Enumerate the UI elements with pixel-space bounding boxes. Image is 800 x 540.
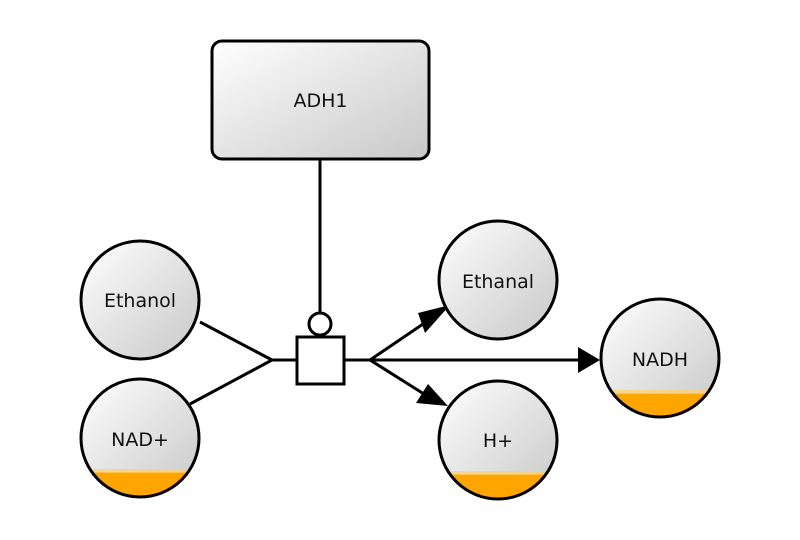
ethanal-label: Ethanal bbox=[462, 271, 534, 293]
arrowhead-ethanal bbox=[418, 305, 450, 333]
arrowhead-hplus bbox=[416, 384, 448, 406]
enzyme-node[interactable]: ADH1 bbox=[210, 39, 431, 161]
product-h-plus[interactable]: H+ bbox=[437, 379, 559, 504]
h-plus-label: H+ bbox=[483, 430, 513, 452]
edge-to-hplus bbox=[369, 358, 425, 396]
nadh-label: NADH bbox=[632, 349, 688, 371]
nad-plus-label: NAD+ bbox=[111, 429, 169, 451]
edge-to-ethanal bbox=[369, 320, 427, 362]
enzyme-label: ADH1 bbox=[293, 90, 347, 112]
product-nadh[interactable]: NADH bbox=[599, 297, 721, 423]
ethanol-label: Ethanol bbox=[104, 290, 176, 312]
edge-ethanol-to-process bbox=[199, 320, 273, 362]
edge-nad-to-process bbox=[189, 358, 273, 406]
substrate-ethanol[interactable]: Ethanol bbox=[79, 239, 201, 361]
product-ethanal[interactable]: Ethanal bbox=[437, 219, 559, 341]
process-node[interactable] bbox=[295, 311, 346, 386]
catalysis-marker bbox=[307, 311, 333, 337]
arrowhead-nadh bbox=[578, 347, 600, 373]
edges bbox=[189, 160, 600, 406]
substrate-nad-plus[interactable]: NAD+ bbox=[79, 377, 201, 502]
